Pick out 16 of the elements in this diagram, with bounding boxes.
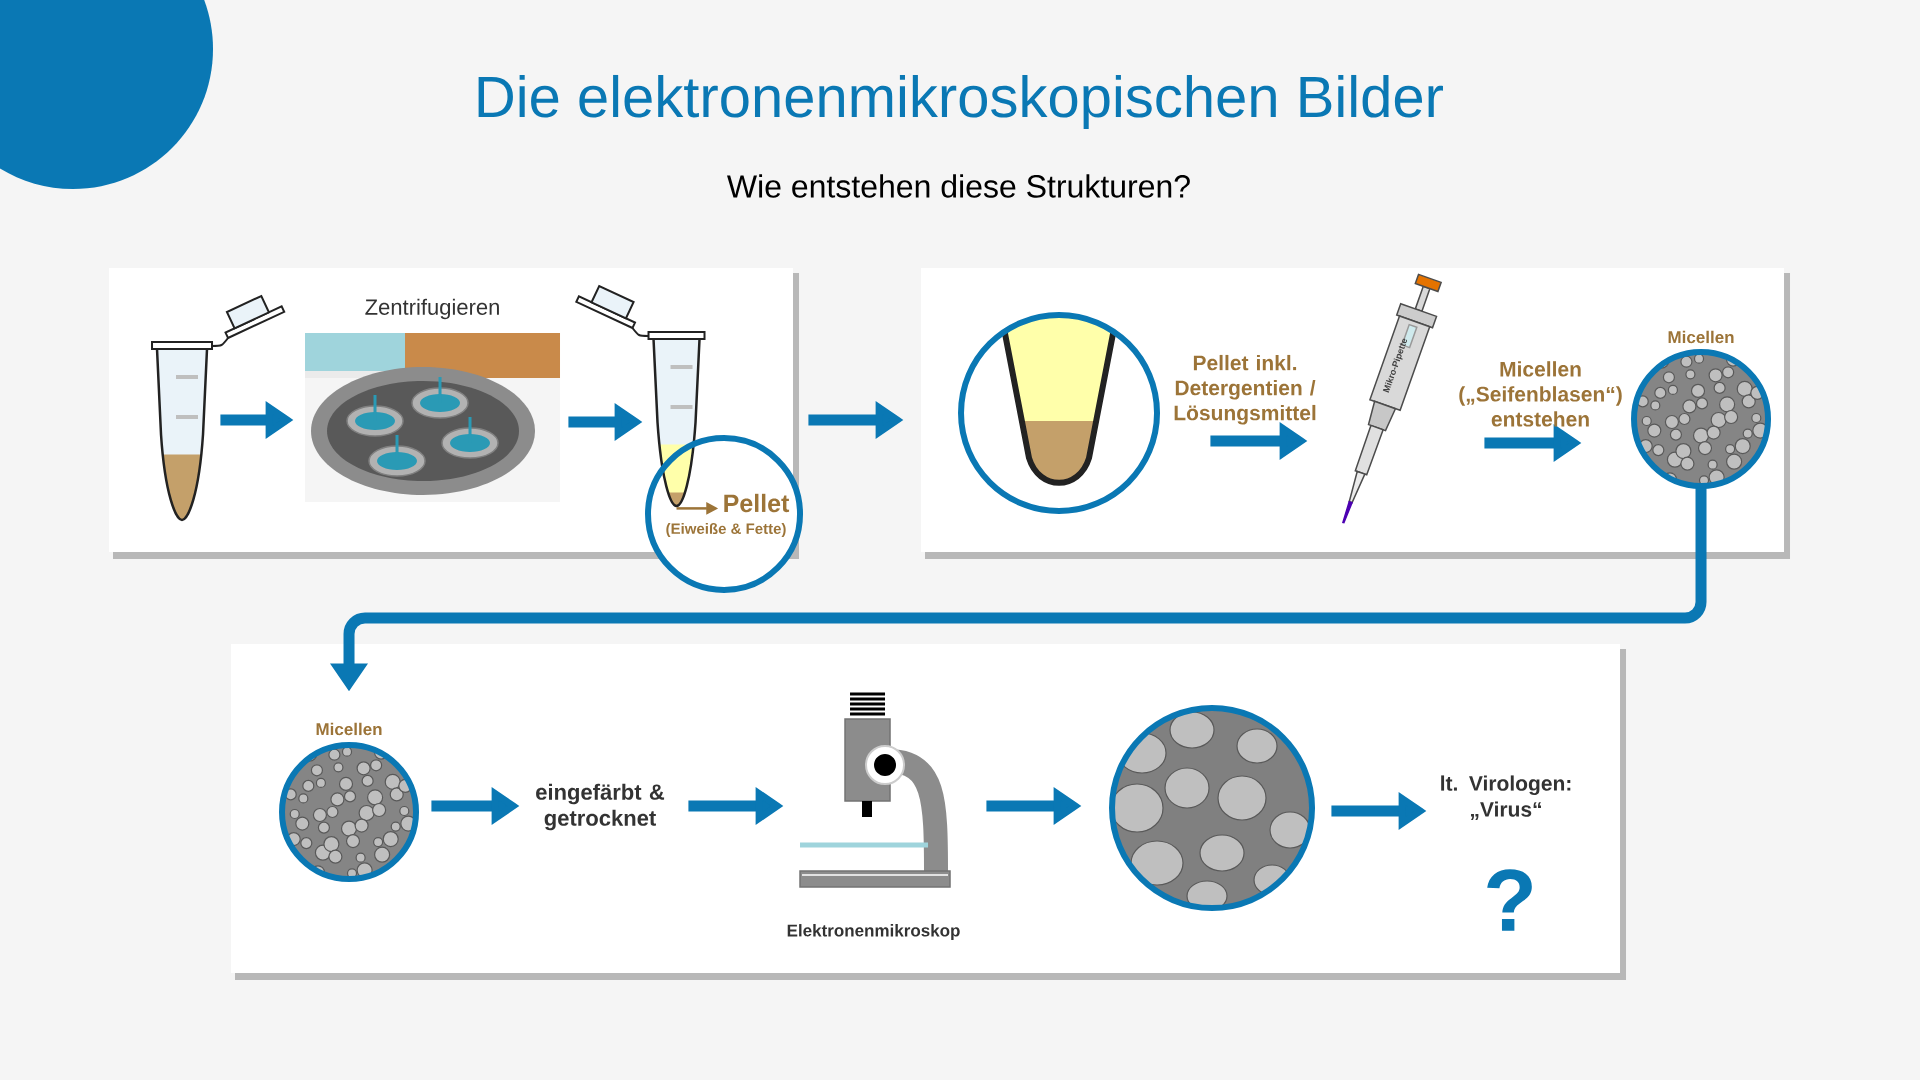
image-caption: Micellen: [1668, 330, 1734, 344]
image-caption: Micellen: [316, 722, 382, 736]
edge-label: Pellet inkl. Detergentien / Lösungsmittel: [1174, 354, 1316, 425]
test-tube-drawing: [151, 294, 286, 522]
tube-closeup-drawing: [958, 312, 1160, 514]
microscope-caption: Elektronenmikroskop: [787, 924, 960, 940]
micrograph-image: [1109, 705, 1315, 911]
question-mark: ?: [1487, 869, 1532, 931]
step-label: eingefärbt & getrocknet: [536, 783, 665, 831]
pellet-label: Pellet: [724, 493, 790, 513]
edge-label: Micellen („Seifenblasen“) entstehen: [1459, 361, 1622, 427]
pellet-note: (Eiweiße & Fette): [666, 523, 786, 537]
subtitle: Wie entstehen diese Strukturen?: [727, 174, 1190, 198]
photo-caption: Zentrifugieren: [365, 298, 499, 320]
title: Die elektronenmikroskopischen Bilder: [478, 74, 1443, 130]
result-label: lt. Virologen: „Virus“: [1441, 775, 1571, 820]
